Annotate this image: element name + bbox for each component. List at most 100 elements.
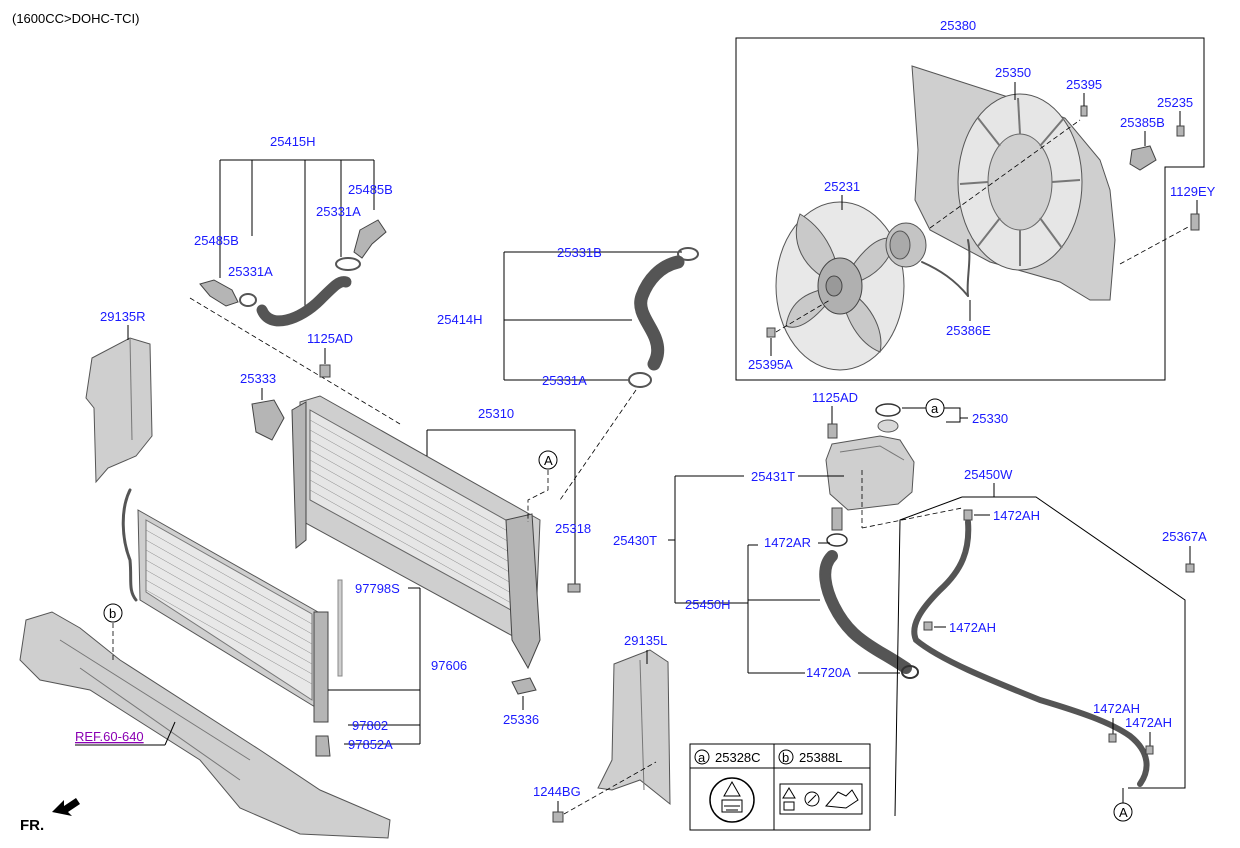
legend-b-part[interactable]: 25388L: [799, 750, 842, 765]
label-25333[interactable]: 25333: [240, 371, 276, 386]
label-1129EY[interactable]: 1129EY: [1170, 184, 1216, 199]
lower-hose-group: 25331B 25414H 25331A: [437, 245, 699, 501]
legend-a-part[interactable]: 25328C: [715, 750, 761, 765]
front-direction-label: FR.: [20, 817, 44, 834]
label-25380[interactable]: 25380: [940, 18, 976, 33]
label-25430T[interactable]: 25430T: [613, 533, 657, 548]
label-97802[interactable]: 97802: [352, 718, 388, 733]
bolt-1129EY[interactable]: [1190, 213, 1200, 231]
screw-25395A[interactable]: [766, 327, 776, 338]
warning-label-25388L-icon: [779, 783, 863, 815]
label-25414H[interactable]: 25414H: [437, 312, 483, 327]
label-25331A-left[interactable]: 25331A: [228, 264, 273, 279]
reservoir-tank-25431T[interactable]: [825, 419, 915, 547]
callout-A-hose-text: A: [1119, 805, 1128, 820]
label-25485B-right[interactable]: 25485B: [348, 182, 393, 197]
air-guard-left[interactable]: [597, 649, 671, 806]
caution-label-25328C-icon: [709, 777, 755, 823]
label-25367A[interactable]: 25367A: [1162, 529, 1207, 544]
legend-a-key: a: [698, 750, 706, 765]
label-25431T[interactable]: 25431T: [751, 469, 795, 484]
fan-25231[interactable]: [775, 201, 905, 371]
clip-1472AH-1[interactable]: [963, 509, 973, 521]
front-arrow-icon: [52, 798, 80, 816]
clamp-25331B[interactable]: [677, 247, 699, 261]
label-25450W[interactable]: 25450W: [964, 467, 1013, 482]
seal-97798S[interactable]: [337, 579, 343, 677]
label-1472AH-1[interactable]: 1472AH: [993, 508, 1040, 523]
label-25330[interactable]: 25330: [972, 411, 1008, 426]
label-25385B[interactable]: 25385B: [1120, 115, 1165, 130]
callout-b-carrier[interactable]: [103, 603, 123, 623]
label-25331A-right[interactable]: 25331A: [316, 204, 361, 219]
clip-1472AH-3[interactable]: [1108, 733, 1117, 743]
label-25485B-left[interactable]: 25485B: [194, 233, 239, 248]
bracket-25333[interactable]: [251, 399, 285, 441]
label-25395A[interactable]: 25395A: [748, 357, 793, 372]
label-25450H[interactable]: 25450H: [685, 597, 731, 612]
condenser-97606[interactable]: [121, 488, 329, 723]
clamp-14720A[interactable]: [901, 665, 919, 679]
front-end-carrier[interactable]: [19, 611, 391, 839]
upper-hose-group: 25415H 25485B 25331A 25485B 25331A: [189, 134, 401, 425]
label-1472AH-3[interactable]: 1472AH: [1093, 701, 1140, 716]
label-1244BG[interactable]: 1244BG: [533, 784, 581, 799]
legend-b-part-key: b: [782, 750, 789, 765]
legend-table: a 25328C b 25388L: [689, 743, 871, 831]
label-1472AH-4[interactable]: 1472AH: [1125, 715, 1172, 730]
bolt-1125AD-reservoir[interactable]: [827, 423, 838, 439]
screw-25395[interactable]: [1080, 105, 1088, 117]
drain-plug-25318[interactable]: [567, 583, 581, 593]
clip-1472AH-4[interactable]: [1145, 745, 1154, 755]
clamp-25331A-right[interactable]: [335, 257, 361, 271]
label-14720A[interactable]: 14720A: [806, 665, 851, 680]
fitting-25485B-left[interactable]: [199, 279, 239, 307]
label-25231[interactable]: 25231: [824, 179, 860, 194]
callout-A-radiator-text: A: [544, 453, 553, 468]
resistor-25385B[interactable]: [1129, 145, 1157, 171]
fitting-25485B-right[interactable]: [353, 219, 387, 259]
engine-spec-header: (1600CC>DOHC-TCI): [12, 11, 140, 26]
label-1125AD-top[interactable]: 1125AD: [307, 331, 353, 346]
clamp-25331A-bottom[interactable]: [628, 372, 652, 388]
fan-group-frame: [735, 37, 1205, 381]
label-25395[interactable]: 25395: [1066, 77, 1102, 92]
callout-a-reservoir-text: a: [931, 401, 939, 416]
fan-group: 25380 25350 25395 25235 25385B: [735, 18, 1216, 381]
screw-1244BG[interactable]: [552, 811, 564, 823]
fan-shroud[interactable]: [911, 65, 1116, 301]
label-1472AR[interactable]: 1472AR: [764, 535, 811, 550]
label-1125AD-reservoir[interactable]: 1125AD: [812, 390, 858, 405]
fan-motor[interactable]: [885, 222, 971, 297]
gasket-a[interactable]: [875, 403, 901, 417]
clip-1472AH-2[interactable]: [923, 621, 933, 631]
callout-b-carrier-text: b: [109, 606, 116, 621]
air-guard-right[interactable]: [85, 337, 153, 484]
label-25318[interactable]: 25318: [555, 521, 591, 536]
label-97606[interactable]: 97606: [431, 658, 467, 673]
label-1472AH-2[interactable]: 1472AH: [949, 620, 996, 635]
label-25336[interactable]: 25336: [503, 712, 539, 727]
label-25235[interactable]: 25235: [1157, 95, 1193, 110]
label-25350[interactable]: 25350: [995, 65, 1031, 80]
bolt-1125AD-top[interactable]: [319, 364, 331, 378]
callout-A-radiator[interactable]: [538, 450, 558, 470]
screw-25235[interactable]: [1176, 125, 1185, 137]
label-25331B[interactable]: 25331B: [557, 245, 602, 260]
label-97798S[interactable]: 97798S: [355, 581, 400, 596]
label-25415H[interactable]: 25415H: [270, 134, 316, 149]
label-29135R[interactable]: 29135R: [100, 309, 146, 324]
hose-25450W[interactable]: [911, 519, 1150, 787]
radiator-25310[interactable]: [291, 395, 541, 670]
label-25310[interactable]: 25310: [478, 406, 514, 421]
clip-25367A[interactable]: [1185, 563, 1195, 573]
label-29135L[interactable]: 29135L: [624, 633, 667, 648]
label-97852A[interactable]: 97852A: [348, 737, 393, 752]
clamp-25331A-left[interactable]: [239, 293, 257, 307]
label-25386E[interactable]: 25386E: [946, 323, 991, 338]
bracket-97852A[interactable]: [315, 735, 331, 757]
ref-60-640-link[interactable]: REF.60-640: [75, 729, 144, 744]
label-25331A-bottom[interactable]: 25331A: [542, 373, 587, 388]
mount-25336[interactable]: [511, 677, 537, 695]
